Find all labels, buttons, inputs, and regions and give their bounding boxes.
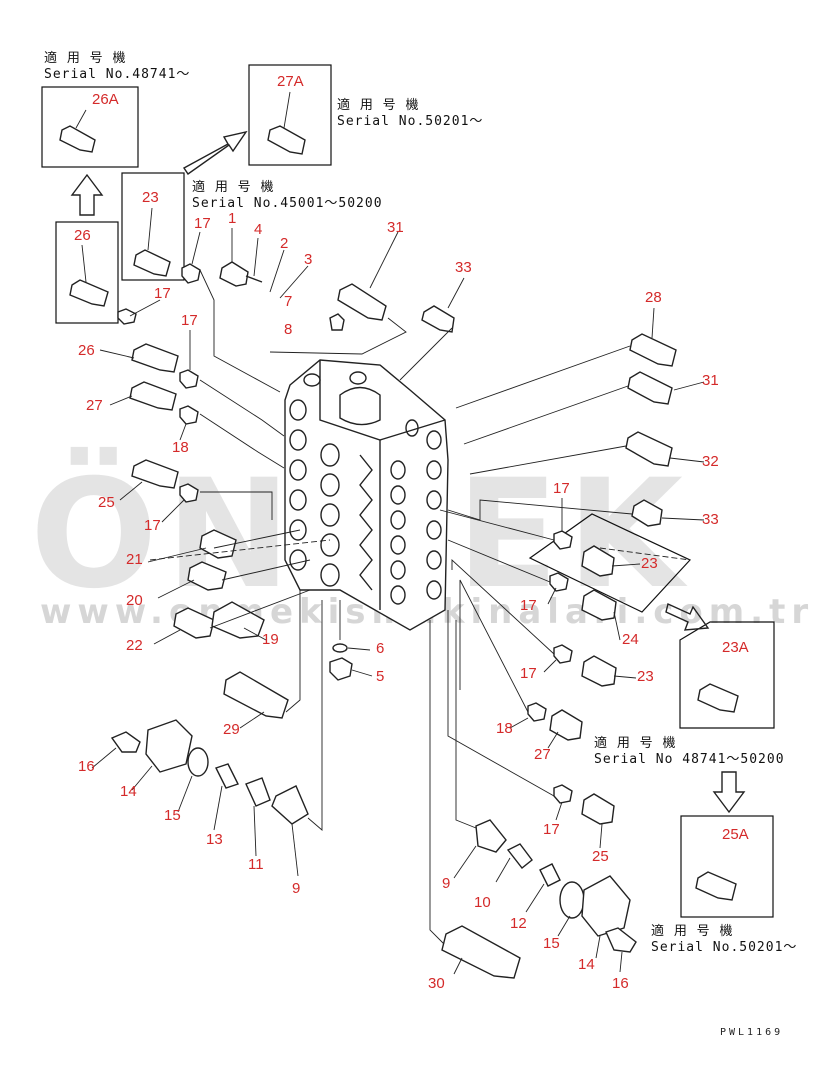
part-label: 17 xyxy=(154,285,171,302)
note-line: 適 用 号 機 xyxy=(44,51,127,66)
inset-box-23-top xyxy=(121,172,185,281)
part-label: 21 xyxy=(126,551,143,568)
part-label: 2 xyxy=(280,235,289,252)
part-label: 14 xyxy=(578,956,595,973)
note-line: Serial No.45001～50200 xyxy=(192,196,383,211)
part-label: 10 xyxy=(474,894,491,911)
part-label: 17 xyxy=(520,665,537,682)
part-label: 18 xyxy=(496,720,513,737)
serial-note-5: 適 用 号 機 Serial No.50201～ xyxy=(651,924,797,956)
part-label: 6 xyxy=(376,640,385,657)
diagonal-arrow-right-icon xyxy=(665,603,710,631)
part-label: 25 xyxy=(592,848,609,865)
part-label: 4 xyxy=(254,221,263,238)
note-line: 適 用 号 機 xyxy=(337,98,420,113)
part-label: 20 xyxy=(126,592,143,609)
part-label: 17 xyxy=(144,517,161,534)
part-label: 27A xyxy=(277,73,304,90)
part-label: 9 xyxy=(442,875,451,892)
up-arrow-icon xyxy=(70,173,104,216)
part-label: 32 xyxy=(702,453,719,470)
part-label: 23 xyxy=(641,555,658,572)
note-line: Serial No.50201～ xyxy=(337,114,484,129)
inset-box-26 xyxy=(55,221,119,324)
part-label: 25A xyxy=(722,826,749,843)
control-valve-body xyxy=(284,359,449,631)
part-label: 17 xyxy=(181,312,198,329)
part-label: 24 xyxy=(622,631,639,648)
serial-note-3: 適 用 号 機 Serial No.45001～50200 xyxy=(192,180,383,212)
part-label: 23 xyxy=(142,189,159,206)
part-label: 12 xyxy=(510,915,527,932)
part-label: 5 xyxy=(376,668,385,685)
part-label: 17 xyxy=(543,821,560,838)
part-label: 17 xyxy=(520,597,537,614)
part-label: 31 xyxy=(702,372,719,389)
inset-box-26A xyxy=(41,86,139,168)
part-label: 30 xyxy=(428,975,445,992)
part-label: 26 xyxy=(78,342,95,359)
part-label: 22 xyxy=(126,637,143,654)
inset-box-27A xyxy=(248,64,332,166)
note-line: Serial No.48741～ xyxy=(44,67,191,82)
part-label: 19 xyxy=(262,631,279,648)
part-label: 14 xyxy=(120,783,137,800)
part-label: 16 xyxy=(612,975,629,992)
part-label: 7 xyxy=(284,293,293,310)
part-label: 26 xyxy=(74,227,91,244)
part-label: 3 xyxy=(304,251,313,268)
part-label: 13 xyxy=(206,831,223,848)
part-label: 31 xyxy=(387,219,404,236)
part-label: 23 xyxy=(637,668,654,685)
serial-note-1: 適 用 号 機 Serial No.48741～ xyxy=(44,51,190,83)
part-label: 9 xyxy=(292,880,301,897)
part-label: 28 xyxy=(645,289,662,306)
part-label: 25 xyxy=(98,494,115,511)
part-label: 16 xyxy=(78,758,95,775)
part-label: 11 xyxy=(248,856,264,873)
part-label: 33 xyxy=(455,259,472,276)
note-line: 適 用 号 機 xyxy=(192,180,275,195)
part-label: 18 xyxy=(172,439,189,456)
note-line: Serial No.50201～ xyxy=(651,940,798,955)
diagonal-arrow-icon xyxy=(182,130,248,175)
part-label: 17 xyxy=(553,480,570,497)
part-label: 33 xyxy=(702,511,719,528)
note-line: 適 用 号 機 xyxy=(594,736,677,751)
part-label: 15 xyxy=(164,807,181,824)
serial-note-2: 適 用 号 機 Serial No.50201～ xyxy=(337,98,483,130)
part-label: 17 xyxy=(194,215,211,232)
inset-box-23A xyxy=(679,621,775,729)
part-label: 27 xyxy=(86,397,103,414)
part-label: 8 xyxy=(284,321,293,338)
part-label: 27 xyxy=(534,746,551,763)
part-label: 26A xyxy=(92,91,119,108)
part-label: 1 xyxy=(228,210,237,227)
serial-note-4: 適 用 号 機 Serial No 48741～50200 xyxy=(594,736,785,768)
part-label: 23A xyxy=(722,639,749,656)
note-line: Serial No 48741～50200 xyxy=(594,752,785,767)
drawing-code: PWL1169 xyxy=(720,1027,784,1038)
down-arrow-icon xyxy=(712,771,746,814)
inset-box-25A xyxy=(680,815,774,918)
part-label: 29 xyxy=(223,721,240,738)
part-label: 15 xyxy=(543,935,560,952)
note-line: 適 用 号 機 xyxy=(651,924,734,939)
